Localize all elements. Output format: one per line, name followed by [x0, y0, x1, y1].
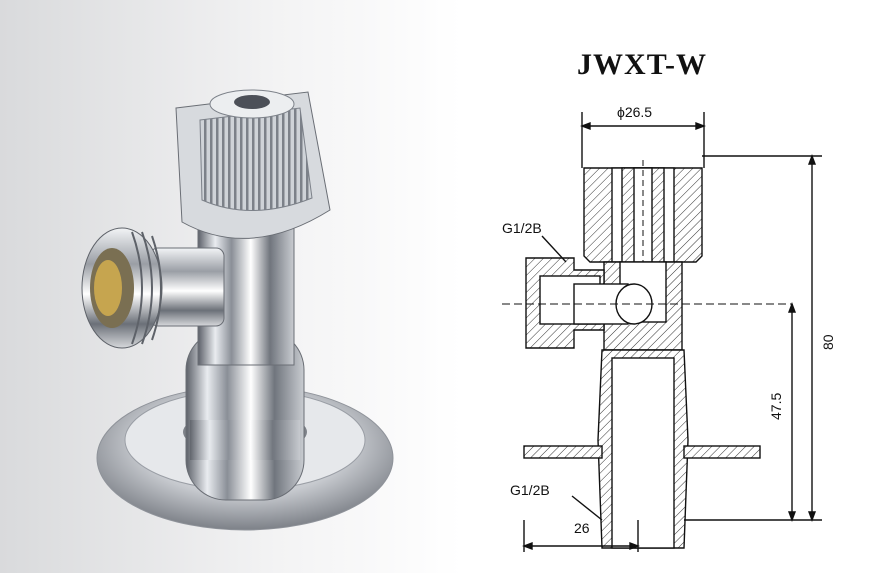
dim-base-label: 26	[574, 520, 590, 536]
thread-label-top: G1/2B	[502, 220, 542, 236]
diameter-symbol: ϕ	[617, 104, 625, 120]
dim-height-outlet-label: 47.5	[768, 392, 784, 420]
model-title: JWXT-W	[577, 48, 707, 81]
dim-height-total-label: 80	[820, 334, 836, 350]
dim-diameter-label: ϕ26.5	[617, 104, 652, 120]
thread-label-bottom: G1/2B	[510, 482, 550, 498]
dim-diameter-value: 26.5	[624, 104, 653, 120]
product-photo	[0, 0, 462, 573]
technical-drawing: JWXT-W	[462, 0, 880, 573]
